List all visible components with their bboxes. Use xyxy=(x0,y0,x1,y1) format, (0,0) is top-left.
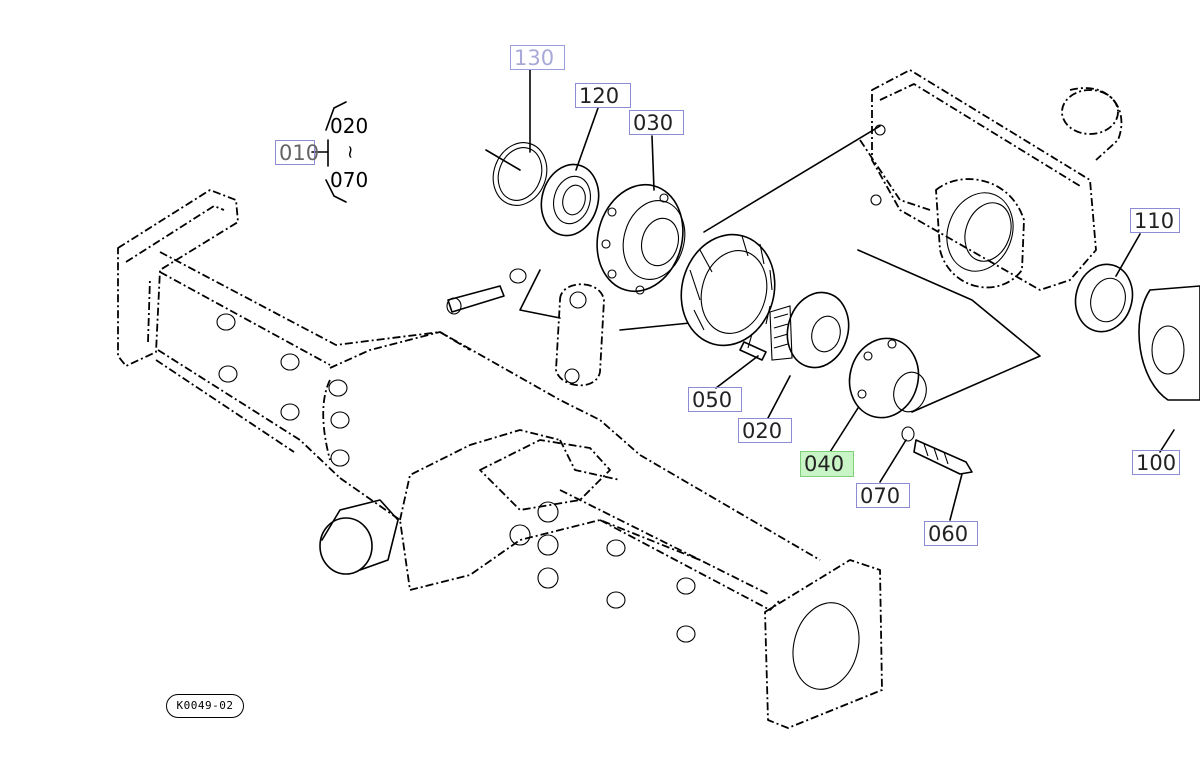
part-050-pin xyxy=(739,341,767,361)
callout-060[interactable]: 060 xyxy=(924,521,978,546)
callout-130[interactable]: 130 xyxy=(510,45,565,70)
range-tilde: ~ xyxy=(339,144,361,160)
part-070-washer xyxy=(901,426,915,442)
callout-070[interactable]: 070 xyxy=(856,483,910,508)
gear-case xyxy=(859,69,1123,291)
callout-050[interactable]: 050 xyxy=(688,387,742,412)
drawing-code-badge: K0049-02 xyxy=(166,694,244,718)
axle-housing xyxy=(117,189,883,729)
part-100-flange xyxy=(1138,285,1200,401)
range-to-label: 070 xyxy=(330,168,369,192)
part-060-bolt xyxy=(913,439,973,475)
part-120-bearing xyxy=(540,163,600,237)
callout-020[interactable]: 020 xyxy=(738,418,792,443)
assembly-plane xyxy=(485,125,1041,413)
housing-studs xyxy=(216,313,696,643)
ring-gear xyxy=(680,233,776,349)
part-030-diff-case xyxy=(596,183,686,295)
part-020-side-gear xyxy=(769,291,850,369)
callout-100[interactable]: 100 xyxy=(1132,450,1180,475)
range-from-label: 020 xyxy=(330,114,369,138)
callout-120[interactable]: 120 xyxy=(575,83,631,108)
callout-030[interactable]: 030 xyxy=(629,110,684,135)
part-110-bearing xyxy=(1074,263,1134,333)
leader-lines xyxy=(311,69,1175,521)
callout-110[interactable]: 110 xyxy=(1130,208,1180,233)
callout-040-selected[interactable]: 040 xyxy=(800,451,854,477)
callout-010[interactable]: 010 xyxy=(275,140,319,165)
part-040-cover xyxy=(848,337,927,419)
bolt-and-bracket xyxy=(446,268,605,387)
